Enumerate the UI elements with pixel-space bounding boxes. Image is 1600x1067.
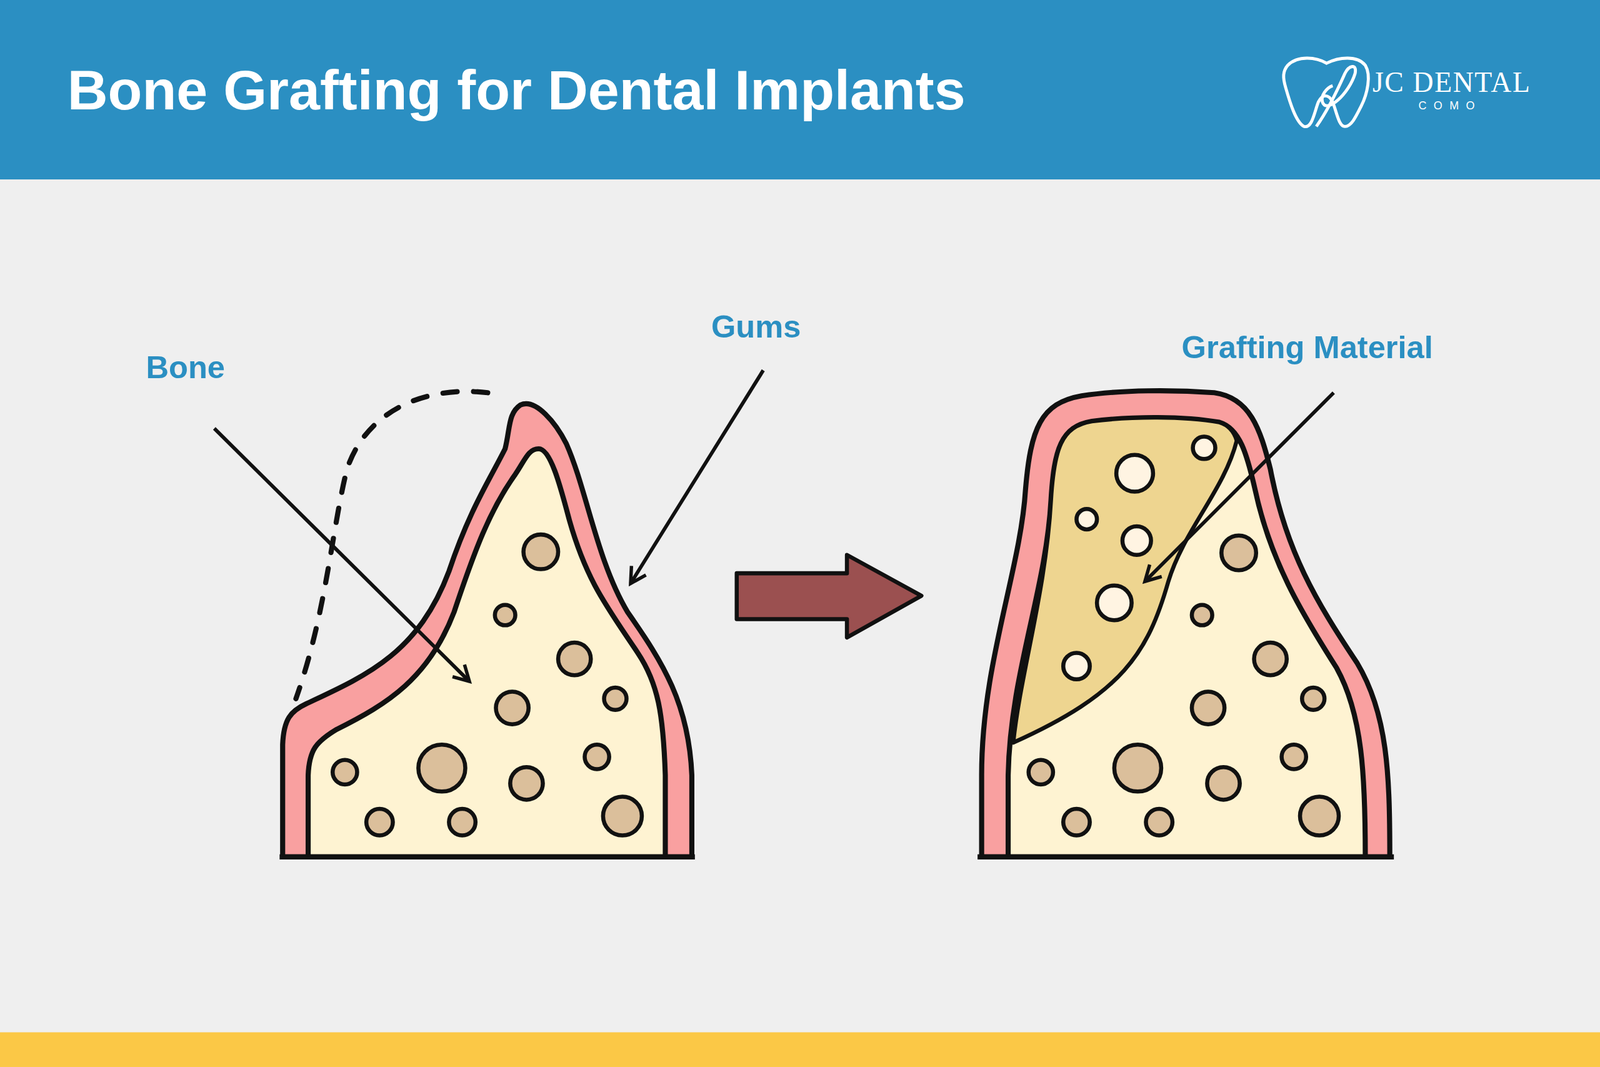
bone-pore bbox=[418, 744, 465, 792]
graft-pore bbox=[1193, 436, 1216, 459]
bone-pore bbox=[603, 796, 642, 836]
header-band bbox=[0, 0, 1600, 180]
bone-pores bbox=[1028, 535, 1339, 836]
graft-pore bbox=[1076, 508, 1097, 530]
bone-pore bbox=[1145, 808, 1172, 835]
graft-pores bbox=[1063, 436, 1215, 679]
bone-pore bbox=[1300, 796, 1339, 836]
part-label: Grafting Material bbox=[1181, 329, 1529, 367]
bone-pore bbox=[495, 691, 529, 724]
gum-tissue bbox=[282, 403, 692, 857]
gum-tissue bbox=[981, 390, 1390, 857]
bone-pore bbox=[495, 605, 516, 626]
logo-swirl bbox=[1316, 66, 1356, 127]
footer-band bbox=[0, 1031, 1600, 1067]
base-line bbox=[977, 854, 1394, 860]
graft-pore bbox=[1116, 455, 1154, 492]
bone-pore bbox=[523, 534, 559, 569]
bone-pore bbox=[585, 744, 610, 769]
bone-pore bbox=[1063, 808, 1090, 835]
bone-pore bbox=[1114, 744, 1162, 792]
graft-pore bbox=[1063, 652, 1090, 679]
graft-pore bbox=[1122, 526, 1152, 555]
bone-pore bbox=[1191, 605, 1213, 626]
jaw-bone bbox=[1008, 417, 1365, 857]
bone-pore bbox=[1191, 691, 1225, 724]
bone-pore bbox=[1206, 766, 1240, 800]
bone-pore bbox=[1281, 744, 1307, 769]
logo-subtext: COMO bbox=[1418, 98, 1541, 112]
bone-pore bbox=[1028, 760, 1054, 785]
background bbox=[0, 179, 1600, 1032]
bone-pore bbox=[510, 766, 543, 800]
bone-pore bbox=[332, 760, 357, 785]
leader-arrow bbox=[630, 370, 764, 584]
bone-pore bbox=[366, 808, 393, 835]
bone-pore bbox=[604, 687, 627, 710]
process-arrow bbox=[736, 555, 922, 638]
leader-arrow bbox=[1145, 392, 1334, 582]
bone-pore bbox=[558, 642, 591, 675]
bone-pore bbox=[448, 808, 475, 835]
bone-pore bbox=[1221, 535, 1257, 570]
part-label: Bone bbox=[145, 350, 493, 387]
jaw-bone bbox=[308, 448, 665, 857]
bone-pores bbox=[332, 534, 642, 835]
bone-pore bbox=[1254, 642, 1287, 675]
diagram-title: Bone Grafting for Dental Implants bbox=[67, 59, 1242, 121]
bone-pore bbox=[1301, 687, 1325, 710]
logo-text: JC DENTAL bbox=[1372, 67, 1557, 99]
graft-pore bbox=[1096, 585, 1132, 620]
missing-bone-outline bbox=[295, 391, 488, 699]
leader-arrow bbox=[214, 428, 470, 682]
logo-tooth bbox=[1283, 58, 1369, 127]
graft-material bbox=[1013, 417, 1237, 743]
part-label: Gums bbox=[711, 308, 1059, 346]
base-line bbox=[279, 854, 695, 860]
